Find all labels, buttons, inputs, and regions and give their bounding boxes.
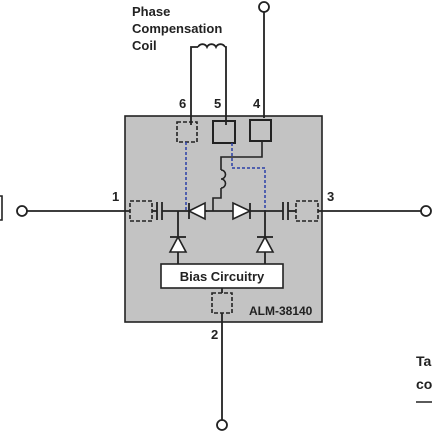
- bias-diode-left: [168, 211, 188, 264]
- cropped-shape-left: [0, 195, 3, 221]
- bias-circuitry-label: Bias Circuitry: [180, 269, 265, 284]
- edge-text-line1: Ta: [416, 353, 432, 369]
- input-capacitor: [152, 202, 189, 220]
- pin-5-label: 5: [214, 96, 221, 111]
- internal-inductor: [212, 141, 263, 211]
- pin-2-lead: [216, 313, 228, 431]
- part-number: ALM-38140: [249, 304, 313, 318]
- bias-diode-right: [255, 211, 275, 264]
- coil-label-line2: Compensation: [132, 21, 222, 36]
- edge-text-line2: co: [416, 376, 432, 392]
- pin-6-label: 6: [179, 96, 186, 111]
- pad-4: [249, 119, 272, 142]
- ic-package: [124, 115, 323, 323]
- phase-compensation-coil: [190, 43, 227, 125]
- pin-2-label: 2: [211, 327, 218, 342]
- pin-3-lead: [318, 205, 432, 217]
- coil-label-line1: Phase: [132, 4, 170, 19]
- pin-1-lead: [16, 205, 130, 217]
- pin-4-lead: [258, 1, 270, 118]
- output-capacitor: [250, 202, 296, 220]
- internal-bondwires: [185, 142, 266, 211]
- coil-label-line3: Coil: [132, 38, 157, 53]
- pin-1-label: 1: [112, 189, 119, 204]
- pin-3-label: 3: [327, 189, 334, 204]
- pin-4-label: 4: [253, 96, 261, 111]
- pad-6: [176, 121, 198, 143]
- pad-5: [212, 120, 236, 144]
